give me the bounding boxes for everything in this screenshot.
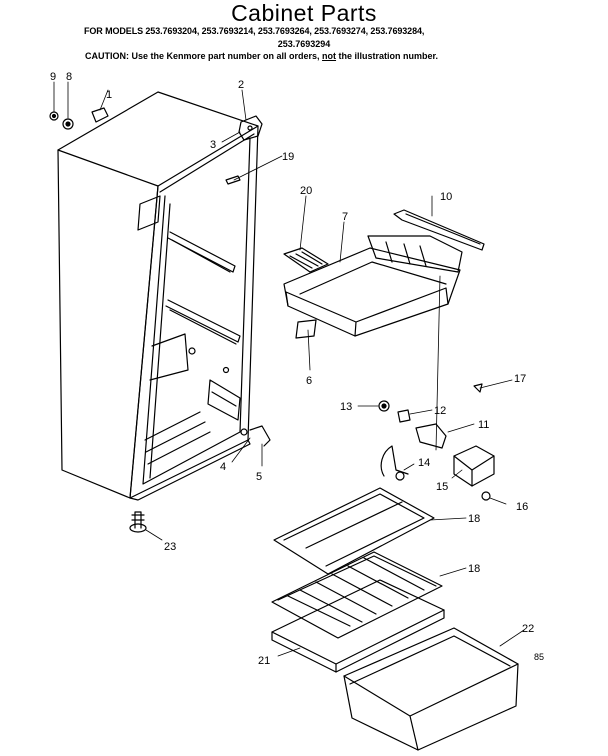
tray-rail — [393, 209, 485, 251]
callout-18-upper: 18 — [468, 513, 480, 525]
callout-5: 5 — [256, 471, 262, 483]
control-box — [453, 445, 495, 487]
bottom-hinge — [249, 425, 271, 447]
bracket-12 — [397, 409, 411, 423]
callout-3: 3 — [210, 139, 216, 151]
caution-note: CAUTION: Use the Kenmore part number on … — [85, 51, 438, 61]
callout-2: 2 — [238, 79, 244, 91]
washer-8 — [62, 118, 74, 130]
housing-11 — [415, 423, 447, 449]
crisper-cover — [271, 579, 445, 673]
callout-7: 7 — [342, 211, 348, 223]
callout-9: 9 — [50, 71, 56, 83]
leader-lines — [53, 81, 525, 657]
wire-14 — [380, 445, 409, 477]
callout-17: 17 — [514, 373, 526, 385]
drawer-vent — [283, 247, 329, 273]
figure-code: 85 — [534, 652, 544, 662]
callout-4: 4 — [220, 461, 226, 473]
callout-11: 11 — [478, 419, 489, 431]
callout-21: 21 — [258, 655, 270, 667]
callout-1: 1 — [106, 89, 112, 101]
callout-10: 10 — [440, 191, 452, 203]
wire-shelf — [271, 551, 443, 639]
models-line-continued: 253.7693294 — [277, 39, 331, 49]
callout-16: 16 — [516, 501, 528, 513]
caution-prefix: CAUTION: Use the Kenmore part number on … — [85, 51, 323, 61]
caution-suffix: the illustration number. — [336, 51, 439, 61]
page-title: Cabinet Parts — [231, 0, 377, 26]
callout-12: 12 — [434, 405, 446, 417]
knob-13 — [378, 400, 390, 412]
grommet-16 — [481, 491, 491, 501]
cabinet-shell — [57, 91, 259, 501]
crisper-drawer — [343, 627, 519, 751]
callout-labels: 9 8 1 2 3 19 20 7 10 6 17 13 12 11 14 15… — [50, 71, 544, 667]
callout-23: 23 — [164, 541, 176, 553]
top-hinge — [238, 115, 263, 141]
callout-8: 8 — [66, 71, 72, 83]
callout-20: 20 — [300, 185, 312, 197]
hinge-pin — [225, 175, 241, 185]
models-line: FOR MODELS 253.7693204, 253.7693214, 253… — [84, 26, 425, 36]
caution-emphasis: not — [322, 51, 337, 61]
callout-6: 6 — [306, 375, 312, 387]
callout-13: 13 — [340, 401, 352, 413]
glass-shelf-upper — [273, 487, 435, 575]
leveling-leg — [129, 511, 147, 533]
callout-15: 15 — [436, 481, 448, 493]
callout-19: 19 — [282, 151, 294, 163]
callout-14: 14 — [418, 457, 430, 469]
callout-18-lower: 18 — [468, 563, 480, 575]
freezer-tray — [283, 235, 463, 339]
callout-22: 22 — [522, 623, 534, 635]
